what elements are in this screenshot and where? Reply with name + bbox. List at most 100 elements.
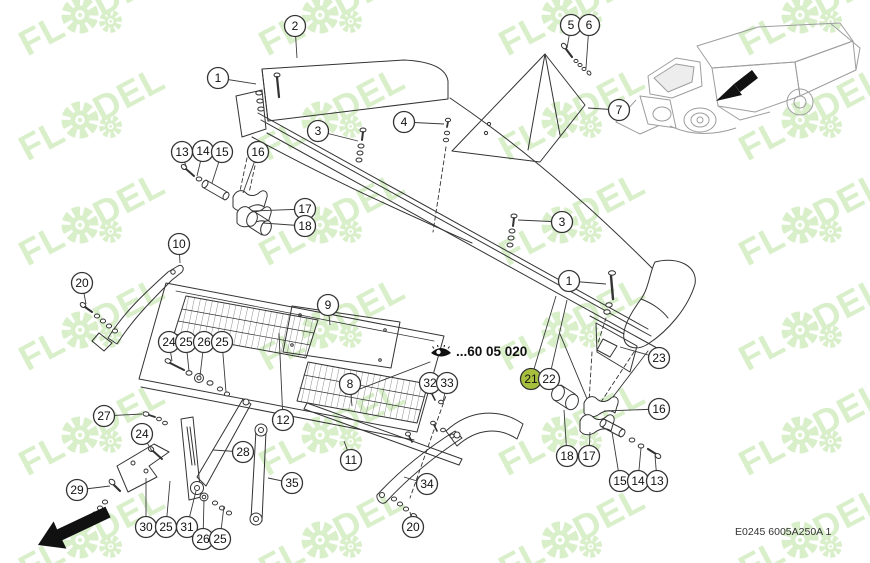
svg-text:3: 3 [315,124,322,138]
svg-text:30: 30 [139,520,153,534]
callout-16[interactable]: 16 [246,140,270,164]
svg-text:14: 14 [196,144,210,158]
svg-text:DEL: DEL [86,163,171,234]
svg-text:1: 1 [215,71,222,85]
svg-text:34: 34 [420,477,434,491]
callout-21[interactable]: 21 [519,367,543,391]
svg-text:DEL: DEL [86,0,171,24]
svg-text:DEL: DEL [326,163,411,234]
callout-11[interactable]: 11 [339,448,363,472]
callout-9[interactable]: 9 [316,293,340,317]
svg-text:FL: FL [12,111,72,169]
svg-text:24: 24 [162,335,176,349]
callout-4[interactable]: 4 [392,110,416,134]
support-arm-drawing [79,265,184,352]
svg-text:DEL: DEL [566,58,651,129]
callout-30[interactable]: 30 [134,515,158,539]
callout-25[interactable]: 25 [210,330,234,354]
callout-17[interactable]: 17 [577,444,601,468]
svg-text:26: 26 [196,532,210,546]
callout-34[interactable]: 34 [415,472,439,496]
callout-28[interactable]: 28 [231,440,255,464]
callout-26[interactable]: 26 [191,527,215,551]
reference-note[interactable]: ...60 05 020 [430,344,527,359]
callout-18[interactable]: 18 [555,444,579,468]
svg-text:FL: FL [492,6,552,64]
callout-16[interactable]: 16 [647,397,671,421]
callout-14[interactable]: 14 [626,469,650,493]
callout-22[interactable]: 22 [537,367,561,391]
svg-text:FL: FL [732,426,792,484]
callout-2[interactable]: 2 [283,14,307,38]
svg-text:13: 13 [650,474,664,488]
svg-text:25: 25 [215,335,229,349]
svg-text:17: 17 [298,202,312,216]
direction-arrow [38,506,111,549]
svg-text:25: 25 [213,532,227,546]
svg-text:FL: FL [732,6,792,64]
svg-text:32: 32 [423,376,437,390]
grain-pan-drawing [138,282,445,441]
callout-8[interactable]: 8 [338,372,362,396]
callout-31[interactable]: 31 [175,515,199,539]
callout-15[interactable]: 15 [210,140,234,164]
callout-20[interactable]: 20 [401,515,425,539]
callout-33[interactable]: 33 [435,371,459,395]
callout-23[interactable]: 23 [647,346,671,370]
clamp-right-drawing [551,351,662,459]
svg-text:12: 12 [276,413,290,427]
callout-1[interactable]: 1 [206,66,230,90]
svg-text:16: 16 [251,145,265,159]
callout-20[interactable]: 20 [70,271,94,295]
svg-text:22: 22 [542,372,556,386]
svg-text:1: 1 [566,274,573,288]
svg-text:10: 10 [172,237,186,251]
callout-1[interactable]: 1 [557,269,581,293]
reference-leader-line [351,361,431,393]
side-panel-drawing [451,42,592,163]
svg-text:2: 2 [292,19,299,33]
callout-26[interactable]: 26 [192,330,216,354]
svg-text:FL: FL [252,531,312,563]
svg-text:7: 7 [616,103,623,117]
svg-text:23: 23 [652,351,666,365]
callout-6[interactable]: 6 [577,13,601,37]
svg-text:11: 11 [345,453,358,467]
deflector-plate-drawing [235,59,449,138]
svg-text:FL: FL [12,216,72,274]
callout-13[interactable]: 13 [645,469,669,493]
callout-10[interactable]: 10 [167,232,191,256]
callout-24[interactable]: 24 [130,422,154,446]
svg-text:25: 25 [179,335,193,349]
callout-14[interactable]: 14 [191,139,215,163]
callout-7[interactable]: 7 [607,98,631,122]
svg-text:FL: FL [252,6,312,64]
callout-25[interactable]: 25 [208,527,232,551]
callout-3[interactable]: 3 [550,210,574,234]
svg-text:15: 15 [613,474,627,488]
callout-17[interactable]: 17 [293,197,317,221]
svg-text:DEL: DEL [326,0,411,24]
callout-13[interactable]: 13 [170,140,194,164]
callout-25[interactable]: 25 [154,515,178,539]
svg-text:20: 20 [406,520,420,534]
callout-35[interactable]: 35 [280,471,304,495]
callout-18[interactable]: 18 [293,214,317,238]
callout-27[interactable]: 27 [92,404,116,428]
svg-text:FL: FL [12,321,72,379]
svg-text:FL: FL [732,321,792,379]
callout-29[interactable]: 29 [65,478,89,502]
drawing-code: E0245 6005A250A 1 [735,526,831,538]
svg-text:FL: FL [492,426,552,484]
svg-text:DEL: DEL [86,58,171,129]
callout-12[interactable]: 12 [271,408,295,432]
end-cap-drawing [559,259,696,415]
drawing-code-label: E0245 6005A250A 1 [735,526,832,538]
svg-text:8: 8 [347,377,354,391]
svg-text:18: 18 [560,449,574,463]
callout-3[interactable]: 3 [306,119,330,143]
svg-text:28: 28 [236,445,250,459]
